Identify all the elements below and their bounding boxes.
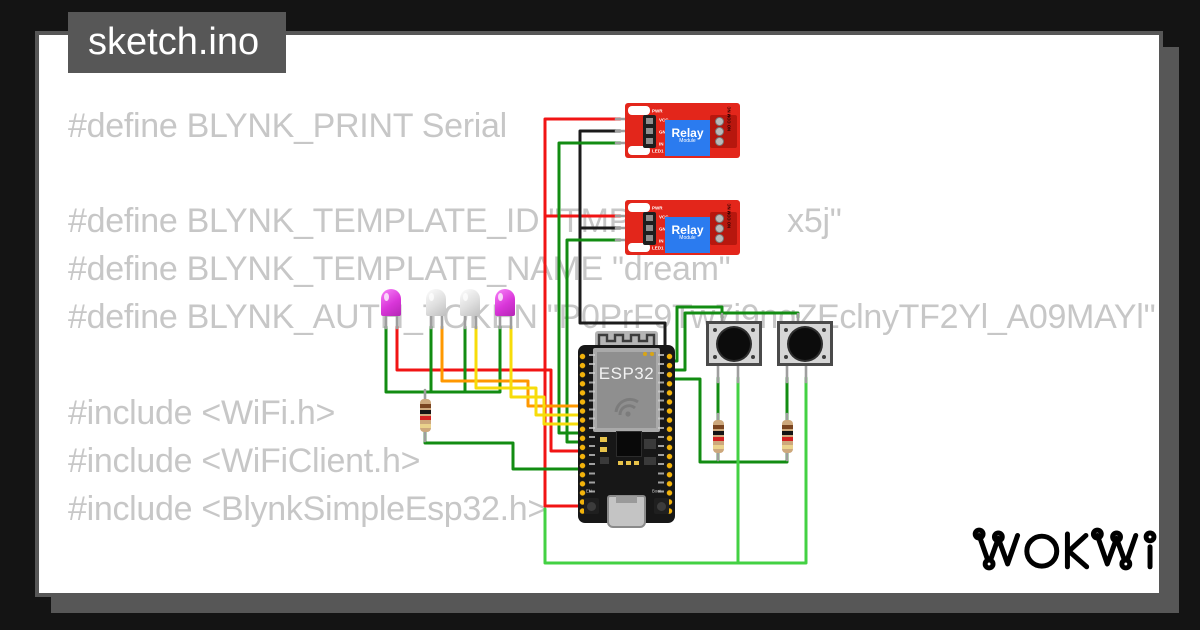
esp32-en-label: EN: [586, 489, 592, 494]
esp32-boot-label: Boot: [652, 489, 661, 494]
pushbutton-1-cap[interactable]: [718, 327, 750, 360]
code-line-define-print: #define BLYNK_PRINT Serial: [68, 107, 507, 145]
relay1-terminal-labels: NO COM NC: [727, 106, 732, 131]
relay2-terminal-labels: NO COM NC: [727, 203, 732, 228]
led-1-magenta[interactable]: [381, 289, 401, 316]
code-line-include-wifi: #include <WiFi.h>: [68, 394, 336, 432]
wokwi-logo: [972, 527, 1157, 571]
led-4-magenta[interactable]: [495, 289, 515, 316]
resistor-led[interactable]: [420, 399, 431, 432]
esp32-shield-inner: ESP32: [597, 352, 656, 428]
relay-module-1[interactable]: PWR LED1 VCC GND IN Relay Module NO COM …: [625, 103, 740, 158]
resistor-button2[interactable]: [782, 420, 793, 453]
relay1-pwr-label: PWR: [652, 109, 663, 114]
tab-sketch-ino[interactable]: sketch.ino: [68, 12, 286, 73]
esp32-en-button[interactable]: [584, 498, 599, 514]
relay2-title: Relay: [671, 223, 704, 237]
relay1-body: Relay Module: [665, 120, 710, 156]
esp32-shield: ESP32: [593, 348, 660, 432]
relay1-pin-in: IN: [659, 142, 664, 147]
esp32-chip-label: ESP32: [598, 364, 655, 383]
relay2-body: Relay Module: [665, 217, 710, 253]
relay1-pin-header: [643, 115, 656, 148]
relay1-pin-vcc: VCC: [659, 118, 669, 123]
relay1-subtitle: Module: [679, 138, 696, 144]
relay2-pwr-pad: [628, 203, 650, 212]
esp32-devkit-board[interactable]: ESP32 EN Boot: [578, 331, 675, 528]
esp32-pin-row-right[interactable]: [665, 352, 674, 515]
wifi-logo-icon: [614, 397, 639, 417]
esp32-usb-connector: [607, 495, 646, 528]
pushbutton-2[interactable]: [777, 321, 833, 366]
relay1-title: Relay: [671, 126, 704, 140]
relay2-subtitle: Module: [679, 235, 696, 241]
pushbutton-1[interactable]: [706, 321, 762, 366]
relay2-terminals: NO COM NC: [710, 203, 737, 245]
esp32-boot-button[interactable]: [654, 498, 669, 514]
relay2-pwr-label: PWR: [652, 206, 663, 211]
relay2-pin-header: [643, 212, 656, 245]
code-line-include-blynk: #include <BlynkSimpleEsp32.h>: [68, 490, 547, 528]
esp32-mcu-chip: [616, 431, 642, 457]
relay1-pwr-pad: [628, 106, 650, 115]
led-3-white[interactable]: [460, 289, 480, 316]
relay1-led-label: LED1: [652, 149, 664, 154]
relay1-terminals: NO COM NC: [710, 106, 737, 148]
led-2-white[interactable]: [426, 289, 446, 316]
relay-module-2[interactable]: PWR LED1 VCC GND IN Relay Module NO COM …: [625, 200, 740, 255]
pushbutton-2-cap[interactable]: [789, 327, 821, 360]
resistor-button1[interactable]: [713, 420, 724, 453]
relay2-pin-in: IN: [659, 239, 664, 244]
relay2-led-label: LED1: [652, 246, 664, 251]
code-line-template-name: #define BLYNK_TEMPLATE_NAME "dream": [68, 250, 731, 288]
code-line-include-wificlient: #include <WiFiClient.h>: [68, 442, 421, 480]
